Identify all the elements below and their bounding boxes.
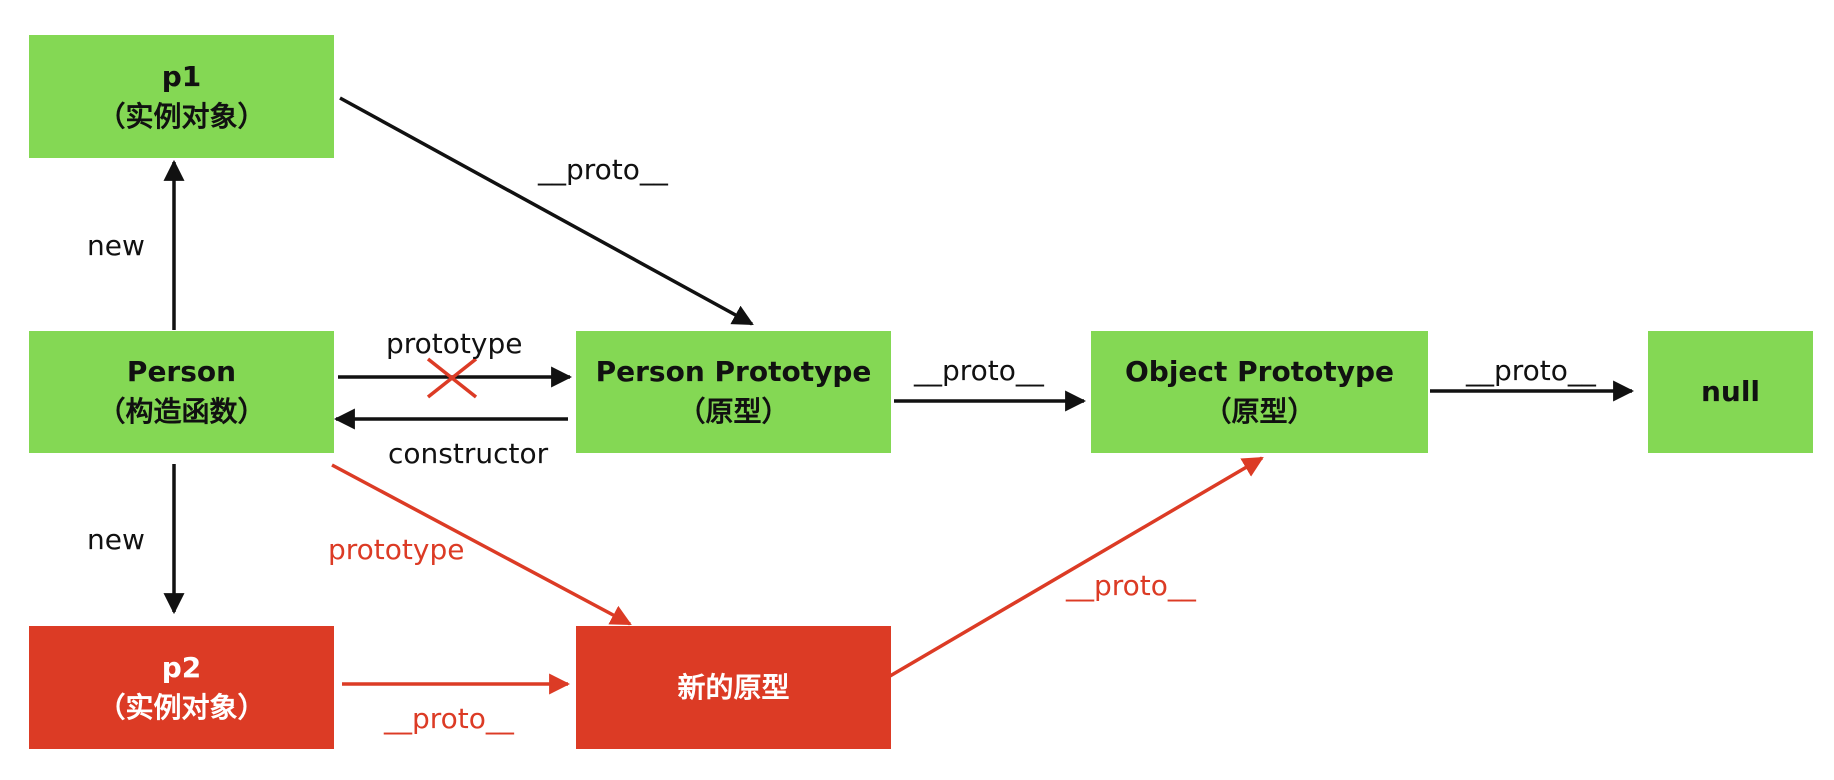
label-p2-to-new-prototype: __proto__	[384, 702, 514, 735]
label-person-prototype-to-object-prototype: __proto__	[914, 354, 1044, 387]
node-p2: p2 （实例对象）	[29, 626, 334, 749]
broken-link-cross-icon	[426, 357, 478, 399]
edge-p1-to-person-prototype	[339, 96, 754, 326]
edge-person-to-new-prototype	[331, 463, 632, 626]
node-object-prototype: Object Prototype （原型）	[1091, 331, 1428, 453]
node-p1-subtitle: （实例对象）	[97, 99, 266, 133]
node-person-title: Person	[126, 355, 237, 388]
node-p2-title: p2	[161, 650, 202, 684]
label-person-to-p2: new	[87, 523, 145, 556]
label-person-to-person-prototype: prototype	[386, 327, 523, 360]
node-p2-subtitle: （实例对象）	[97, 690, 266, 724]
node-person-prototype-subtitle: （原型）	[677, 395, 790, 428]
label-person-prototype-to-person: constructor	[388, 437, 549, 470]
label-person-to-new-prototype: prototype	[328, 533, 465, 566]
node-person-prototype: Person Prototype （原型）	[576, 331, 891, 453]
node-new-prototype-title: 新的原型	[677, 670, 790, 704]
node-p1-title: p1	[161, 59, 202, 93]
node-p1: p1 （实例对象）	[29, 35, 334, 158]
node-new-prototype: 新的原型	[576, 626, 891, 749]
node-object-prototype-subtitle: （原型）	[1203, 395, 1316, 428]
label-p1-to-person-prototype: __proto__	[538, 153, 668, 186]
node-person: Person （构造函数）	[29, 331, 334, 453]
label-new-prototype-to-object-prototype: __proto__	[1066, 569, 1196, 602]
node-person-prototype-title: Person Prototype	[595, 355, 872, 388]
node-null-title: null	[1700, 375, 1761, 408]
node-person-subtitle: （构造函数）	[97, 395, 266, 428]
node-null: null	[1648, 331, 1813, 453]
edge-new-prototype-to-object-prototype	[889, 456, 1264, 678]
label-object-prototype-to-null: __proto__	[1466, 354, 1596, 387]
node-object-prototype-title: Object Prototype	[1124, 355, 1395, 388]
label-person-to-p1: new	[87, 229, 145, 262]
